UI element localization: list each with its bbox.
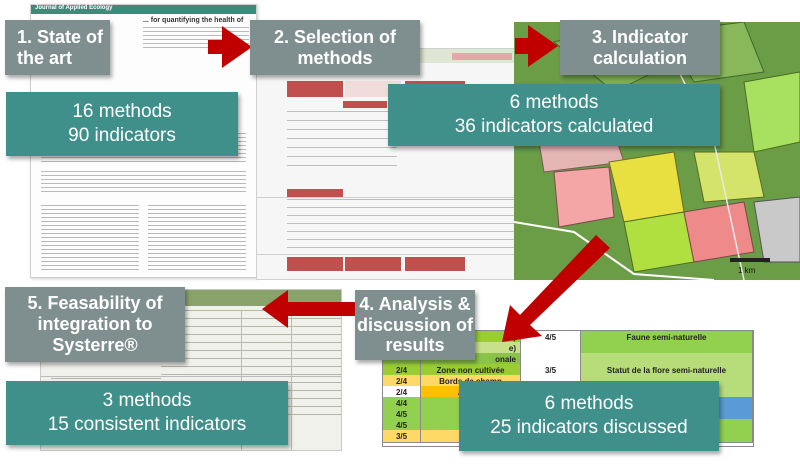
journal-header-band [31,5,256,14]
article-title-fragment: ... for quantifying the health of [143,17,244,24]
journal-name: Journal of Applied Ecology [35,5,113,11]
summary-state-of-art: 16 methods 90 indicators [6,92,238,156]
summary-feasibility: 3 methods 15 consistent indicators [6,381,288,445]
arrow-4-to-5 [262,290,360,328]
arrow-2-to-3 [515,25,558,67]
summary-analysis: 6 methods 25 indicators discussed [459,381,719,451]
arrow-3-to-4 [502,235,610,342]
map-scale-label: 1 km [738,266,756,275]
summary-indicator-calculation: 6 methods 36 indicators calculated [388,84,720,146]
analysis-row: 2/4 Zone non cultivée 3/5 Statut de la f… [383,364,753,377]
arrow-1-to-2 [208,26,252,68]
